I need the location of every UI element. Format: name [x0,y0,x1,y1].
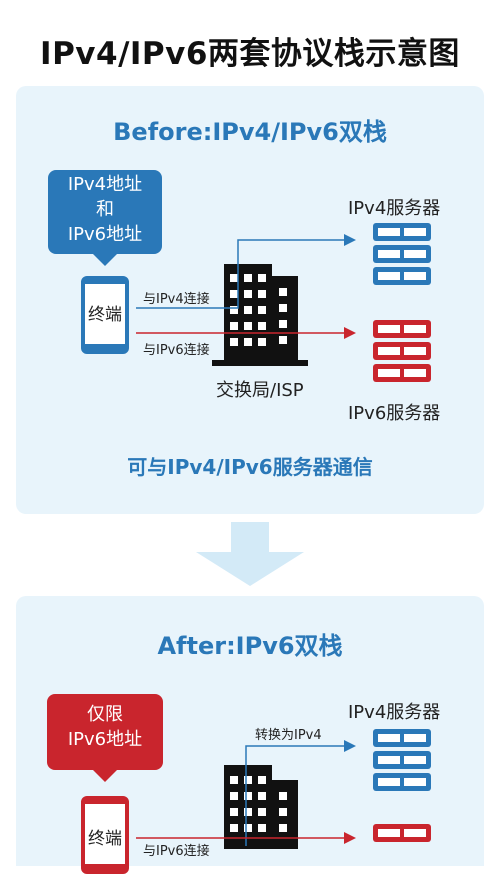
ipv6-arrowhead [344,832,356,844]
ipv6-arrowhead [344,327,356,339]
bubble-line-2: 和 [96,199,114,220]
before-footer: 可与IPv4/IPv6服务器通信 [127,455,373,479]
convert-arrowhead [344,740,356,752]
convert-label: 转换为IPv4 [255,728,322,743]
ipv4-route-line [136,239,344,309]
terminal-label: 终端 [88,829,122,849]
terminal-label: 终端 [88,305,122,325]
ipv4-server-label: IPv4服务器 [348,702,441,723]
ipv4-server-icon [373,223,431,285]
ipv4-arrowhead [344,234,356,246]
bubble-tail [93,770,117,782]
bubble-line-1: IPv4地址 [67,174,143,195]
ipv4-connection-label: 与IPv4连接 [143,292,210,307]
bubble-line-3: IPv6地址 [67,224,143,245]
after-address-bubble: 仅限 IPv6地址 [47,694,163,770]
bubble-line-1: 仅限 [87,704,123,725]
building-windows [230,776,287,832]
bubble-tail [93,254,117,266]
after-heading: After:IPv6双栈 [157,632,343,660]
bubble-line-2: IPv6地址 [67,729,143,750]
terminal-phone-icon [81,276,129,354]
exchange-label: 交换局/ISP [216,380,304,401]
ipv6-server-label: IPv6服务器 [348,403,441,424]
before-address-bubble: IPv4地址 和 IPv6地址 [48,170,162,254]
ipv4-server-icon [373,729,431,791]
ipv6-server-icon [373,320,431,382]
ipv6-connection-label: 与IPv6连接 [143,343,210,358]
diagram-graphics [136,223,431,586]
down-arrow-icon [196,522,304,586]
before-heading: Before:IPv4/IPv6双栈 [113,118,387,146]
page-title: IPv4/IPv6两套协议栈示意图 [40,36,460,72]
after-graphics [136,729,431,849]
ipv6-server-icon [373,824,431,842]
building-windows [230,274,287,346]
ipv4-server-label: IPv4服务器 [348,198,441,219]
convert-route-line [245,745,344,846]
